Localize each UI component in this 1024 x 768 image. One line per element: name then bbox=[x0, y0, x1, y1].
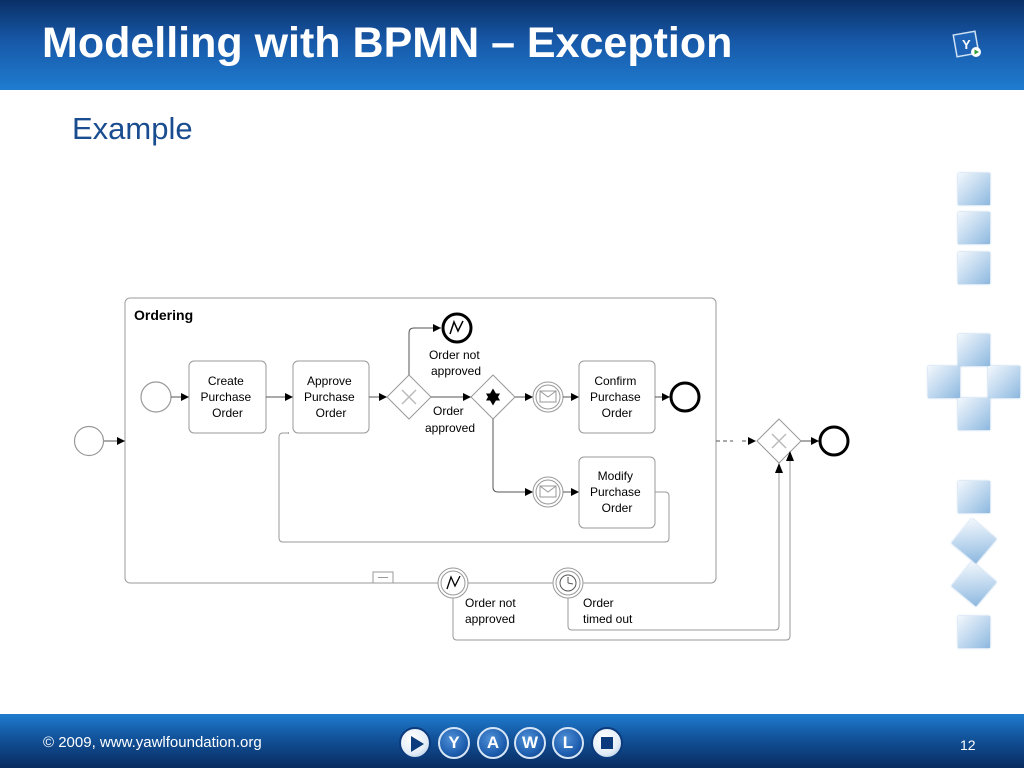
svg-text:Create Purchase Order: Create Purchase Order bbox=[200, 374, 254, 420]
nav-letter-a[interactable]: A bbox=[477, 727, 509, 759]
message-event bbox=[532, 476, 564, 508]
label-line: approved bbox=[431, 364, 481, 378]
label-line: Order not bbox=[429, 348, 480, 362]
nav-letter-l[interactable]: L bbox=[552, 727, 584, 759]
task-text-line: Purchase bbox=[200, 390, 251, 404]
exclusive-gateway bbox=[756, 418, 802, 464]
footer-bar bbox=[0, 714, 1024, 768]
task-text-line: Purchase bbox=[304, 390, 355, 404]
label-line: approved bbox=[425, 421, 475, 435]
label-line: timed out bbox=[583, 612, 633, 626]
task-text-line: Order bbox=[212, 406, 243, 420]
svg-text:Modify Purchase Order: Modify Purchase Order bbox=[590, 469, 644, 515]
play-button[interactable] bbox=[399, 727, 431, 759]
boundary-error-event bbox=[437, 567, 469, 599]
decor-square bbox=[958, 212, 990, 244]
decor-square bbox=[988, 366, 1020, 398]
label-line: Order bbox=[583, 596, 614, 610]
label-line: approved bbox=[465, 612, 515, 626]
decor-square bbox=[958, 481, 990, 513]
decor-square bbox=[958, 252, 990, 284]
event-based-gateway bbox=[470, 374, 516, 420]
svg-text:Order timed out: Order timed out bbox=[583, 596, 633, 626]
nav-letter-w[interactable]: W bbox=[514, 727, 546, 759]
task-text-line: Purchase bbox=[590, 390, 641, 404]
outer-start-event bbox=[73, 425, 105, 457]
task-text-line: Approve bbox=[307, 374, 352, 388]
svg-text:Order approved: Order approved bbox=[425, 404, 475, 435]
decor-square bbox=[928, 366, 960, 398]
nav-letter-y[interactable]: Y bbox=[438, 727, 470, 759]
label-line: Order bbox=[433, 404, 464, 418]
page-number: 12 bbox=[960, 737, 976, 753]
error-end-event bbox=[441, 312, 473, 344]
task-text-line: Order bbox=[316, 406, 347, 420]
decor-square bbox=[958, 334, 990, 366]
footer-copyright: © 2009, www.yawlfoundation.org bbox=[43, 734, 262, 751]
ordering-subprocess bbox=[124, 297, 717, 584]
task-text-line: Confirm bbox=[594, 374, 636, 388]
yawl-logo-icon: Y bbox=[952, 30, 981, 58]
svg-text:Confirm Purchase Order: Confirm Purchase Order bbox=[590, 374, 644, 420]
svg-text:Y: Y bbox=[962, 37, 971, 52]
title-bar bbox=[0, 0, 1024, 90]
decor-square bbox=[958, 173, 990, 205]
inner-start-event bbox=[140, 381, 172, 413]
subprocess-label: Ordering bbox=[134, 307, 193, 323]
inner-end-event bbox=[669, 381, 701, 413]
task-text-line: Modify bbox=[598, 469, 633, 483]
stop-button[interactable] bbox=[591, 727, 623, 759]
svg-text:Approve Purchase Order: Approve Purchase Order bbox=[304, 374, 358, 420]
slide-subtitle: Example bbox=[72, 111, 193, 146]
task-text-line: Purchase bbox=[590, 485, 641, 499]
outer-end-event bbox=[818, 425, 850, 457]
slide-title: Modelling with BPMN – Exception bbox=[42, 19, 733, 67]
task-text-line: Order bbox=[602, 406, 633, 420]
decor-square bbox=[958, 398, 990, 430]
task-text-line: Create bbox=[208, 374, 244, 388]
svg-text:Order not approved: Order not approved bbox=[465, 596, 519, 626]
boundary-timer-event bbox=[552, 567, 584, 599]
decor-square bbox=[958, 616, 990, 648]
message-event bbox=[532, 381, 564, 413]
svg-text:Order not approved: Order not approved bbox=[429, 348, 483, 378]
exclusive-gateway bbox=[386, 374, 432, 420]
label-line: Order not bbox=[465, 596, 516, 610]
task-text-line: Order bbox=[602, 501, 633, 515]
